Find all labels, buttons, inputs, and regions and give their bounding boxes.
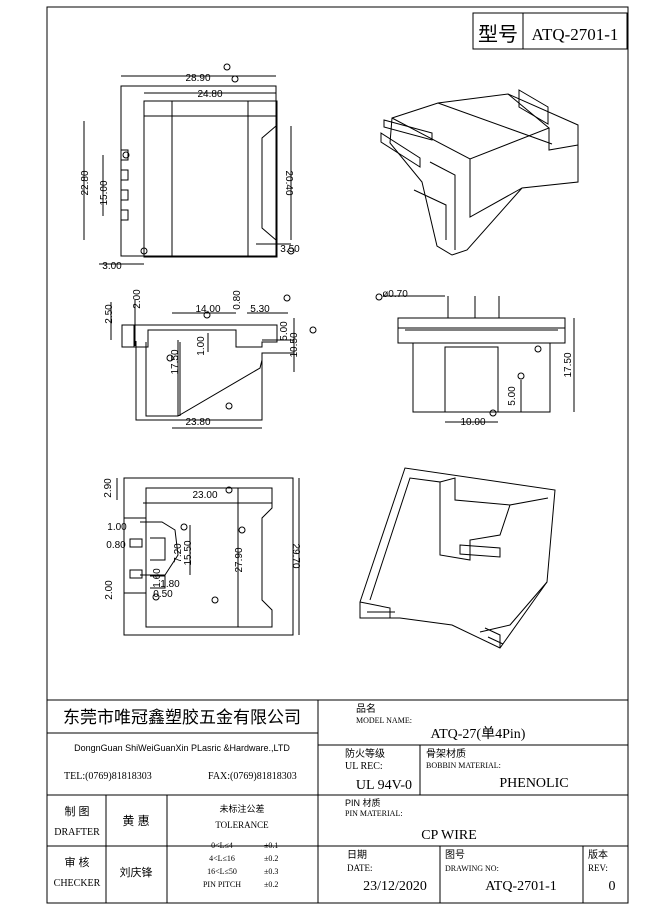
pin-material-en: PIN MATERIAL: (345, 809, 403, 818)
ul-rec-cn: 防火等级 (345, 747, 385, 760)
date-value: 23/12/2020 (363, 879, 427, 894)
tolerance-cn: 未标注公差 (219, 803, 264, 814)
dim-1-00-bottom: 1.00 (107, 522, 127, 533)
dim-20-40: 20.40 (283, 170, 294, 195)
header-model-label: 型号 (478, 23, 518, 46)
drawing-frame (46, 6, 629, 904)
dim-0-50: 0.50 (153, 589, 173, 600)
dim-0-80: 0.80 (232, 290, 243, 310)
company-name-cn: 东莞市唯冠鑫塑胶五金有限公司 (63, 708, 301, 727)
dim-0-80-bottom: 0.80 (106, 540, 126, 551)
pin-material-value: CP WIRE (421, 828, 477, 843)
dim-22-80: 22.80 (80, 170, 91, 195)
tolerance-range-2: 4<L≤16 (209, 854, 235, 863)
ul-rec-value: UL 94V-0 (356, 778, 412, 793)
drawing-no-value: ATQ-2701-1 (485, 879, 557, 894)
dim-23-80: 23.80 (185, 417, 210, 428)
checker-cn: 审 核 (64, 855, 89, 869)
rev-value: 0 (609, 879, 616, 894)
dim-17-50-side: 17.50 (563, 352, 574, 377)
dim-15-00: 15.00 (99, 180, 110, 205)
side-view-dims: ø0.70 17.50 5.00 10.00 (382, 289, 574, 428)
dim-pin-diameter: ø0.70 (382, 289, 408, 300)
drawing-no-en: DRAWING NO: (445, 864, 499, 873)
model-name-value: ATQ-27(单4Pin) (431, 726, 526, 742)
dim-28-90: 28.90 (185, 73, 210, 84)
company-tel: TEL:(0769)81818303 (64, 771, 152, 782)
rev-cn: 版本 (588, 848, 608, 861)
tolerance-value-4: ±0.2 (264, 880, 278, 889)
rev-en: REV: (588, 863, 608, 873)
bottom-view (116, 477, 300, 636)
header-box: 型号 ATQ-2701-1 (472, 12, 628, 50)
dim-23-00: 23.00 (192, 490, 217, 501)
dim-15-50: 15.50 (183, 540, 194, 565)
dim-1-80: 1.80 (160, 579, 180, 590)
dim-3-50: 3.50 (280, 244, 300, 255)
dim-5-30: 5.30 (250, 304, 270, 315)
pin-material-cn: PIN 材质 (345, 797, 381, 808)
dim-29-70: 29.70 (290, 543, 301, 568)
bottom-view-dims: 2.90 23.00 1.00 0.80 7.20 15.50 1.60 1.8… (103, 478, 301, 600)
dim-1-00: 1.00 (196, 336, 207, 356)
isometric-view-top (380, 89, 579, 256)
bobbin-material-cn: 骨架材质 (426, 747, 466, 760)
tolerance-en: TOLERANCE (215, 820, 269, 830)
ul-rec-en: UL REC: (345, 761, 383, 772)
title-block-text: 东莞市唯冠鑫塑胶五金有限公司 DongnGuan ShiWeiGuanXin P… (54, 702, 616, 894)
drafter-cn: 制 图 (64, 805, 89, 818)
front-view (110, 294, 317, 429)
tolerance-range-3: 16<L≤50 (207, 867, 237, 876)
date-en: DATE: (347, 863, 373, 873)
dim-2-50: 2.50 (104, 304, 115, 324)
checker-en: CHECKER (54, 878, 101, 889)
tolerance-range-1: 0<L≤4 (211, 841, 233, 850)
dim-2-00: 2.00 (132, 289, 143, 309)
dim-1-60: 1.60 (152, 568, 163, 588)
dim-5-00-side: 5.00 (507, 386, 518, 406)
bobbin-material-value: PHENOLIC (499, 776, 568, 791)
tolerance-range-4: PIN PITCH (203, 880, 241, 889)
model-name-cn: 品名 (356, 702, 376, 715)
dim-5-00-front: 5.00 (279, 321, 290, 341)
company-fax: FAX:(0769)81818303 (208, 771, 297, 782)
dim-24-80: 24.80 (197, 89, 222, 100)
header-model-value: ATQ-2701-1 (532, 25, 619, 44)
drawing-no-cn: 图号 (445, 849, 465, 861)
isometric-view-bottom (359, 467, 556, 649)
bobbin-material-en: BOBBIN MATERIAL: (426, 761, 501, 770)
model-name-en: MODEL NAME: (356, 716, 412, 725)
top-view-dims: 28.90 24.80 22.80 15.00 20.40 3.50 3.00 (80, 73, 300, 272)
title-block-lines (47, 699, 628, 903)
dim-10-00: 10.00 (460, 417, 485, 428)
side-view (375, 293, 575, 423)
dim-14-00: 14.00 (195, 304, 220, 315)
dim-10-50: 10.50 (289, 332, 300, 357)
checker-name: 刘庆锋 (120, 865, 153, 879)
tolerance-value-2: ±0.2 (264, 854, 278, 863)
tolerance-value-1: ±0.1 (264, 841, 278, 850)
front-view-dims: 2.50 2.00 14.00 0.80 5.30 1.00 5.00 10.5… (104, 289, 300, 428)
drafter-name: 黄 惠 (122, 814, 149, 828)
dim-27-90: 27.90 (234, 547, 245, 572)
dim-3-00: 3.00 (102, 261, 122, 272)
dim-7-20: 7.20 (173, 543, 184, 563)
top-view (83, 63, 295, 265)
company-name-en: DongnGuan ShiWeiGuanXin PLasric &Hardwar… (74, 743, 290, 753)
tolerance-value-3: ±0.3 (264, 867, 278, 876)
drafter-en: DRAFTER (54, 827, 100, 838)
dim-17-50-front: 17.50 (170, 349, 181, 374)
dim-2-90: 2.90 (103, 478, 114, 498)
dim-2-00-bottom: 2.00 (104, 580, 115, 600)
date-cn: 日期 (347, 849, 367, 861)
